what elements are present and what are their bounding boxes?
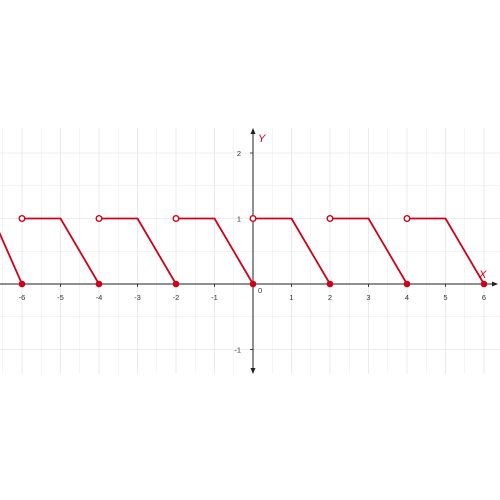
open-point <box>326 214 334 222</box>
series-line-segment <box>98 217 177 285</box>
open-point <box>249 214 257 222</box>
series-line-segment <box>21 217 100 285</box>
y-tick-label: 1 <box>237 215 241 224</box>
x-tick-label: 3 <box>366 293 370 302</box>
x-tick-label: 6 <box>482 293 486 302</box>
closed-point <box>326 280 334 288</box>
y-axis-arrow-down <box>250 368 256 374</box>
series-line-segment <box>175 217 254 285</box>
y-axis-arrow-up <box>250 128 256 134</box>
series-line-segment <box>0 231 23 285</box>
series-line-segment <box>329 217 408 285</box>
closed-point <box>480 280 488 288</box>
x-tick-label: 1 <box>289 293 293 302</box>
closed-point <box>95 280 103 288</box>
x-tick-label: -2 <box>173 293 180 302</box>
y-axis-label: Y <box>258 133 266 145</box>
closed-point <box>18 280 26 288</box>
series-line-segment <box>406 217 485 285</box>
series-line-segment <box>252 217 331 285</box>
open-point <box>18 214 26 222</box>
x-tick-label: 5 <box>443 293 447 302</box>
x-tick-label: -5 <box>57 293 64 302</box>
tick-labels: -6 -5 -4 -3 -2 -1 1 2 3 4 5 6 -1 1 2 0 <box>19 149 486 355</box>
points <box>18 214 488 288</box>
closed-point <box>249 280 257 288</box>
x-tick-label: -6 <box>19 293 26 302</box>
axes <box>0 128 498 374</box>
x-tick-label: 4 <box>405 293 409 302</box>
open-point <box>403 214 411 222</box>
closed-point <box>403 280 411 288</box>
grid <box>0 128 500 374</box>
y-tick-label: 2 <box>237 149 241 158</box>
origin-label: 0 <box>258 286 262 295</box>
closed-point <box>172 280 180 288</box>
x-tick-label: 2 <box>328 293 332 302</box>
x-axis-arrow <box>492 281 498 287</box>
open-point <box>95 214 103 222</box>
y-tick-label: -1 <box>234 346 241 355</box>
x-tick-label: -4 <box>96 293 103 302</box>
open-point <box>172 214 180 222</box>
series <box>0 217 485 285</box>
x-tick-label: -3 <box>134 293 141 302</box>
x-tick-label: -1 <box>211 293 218 302</box>
x-axis-label: X <box>478 269 487 281</box>
